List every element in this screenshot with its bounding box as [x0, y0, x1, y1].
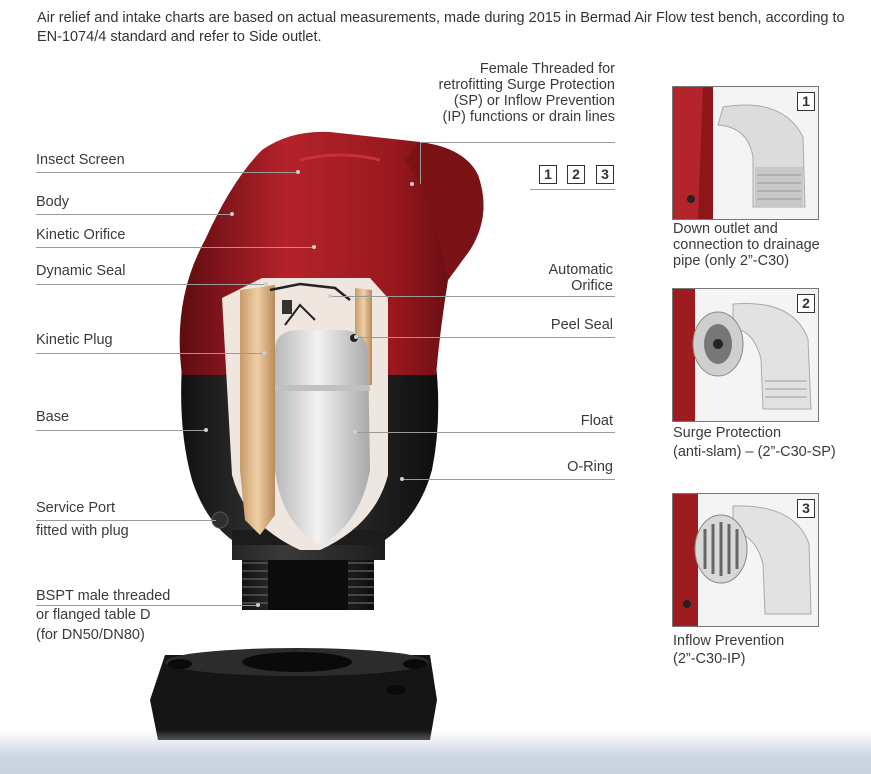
leader-dot [262, 351, 266, 355]
float-shape [275, 330, 370, 545]
label-bspt-1: BSPT male threaded [36, 588, 171, 604]
option-3-image [672, 493, 819, 627]
option-2-caption-2: (anti-slam) – (2”-C30-SP) [673, 444, 836, 460]
leader-dot [230, 212, 234, 216]
option-number-3: 3 [596, 165, 614, 184]
option-3-number: 3 [797, 499, 815, 518]
leader-dot [354, 335, 358, 339]
option-number-2: 2 [567, 165, 585, 184]
label-float: Float [580, 413, 613, 429]
label-bspt-3: (for DN50/DN80) [36, 627, 145, 643]
leader-kinetic-orifice [36, 247, 314, 248]
leader-female [420, 142, 615, 143]
label-female-3: (SP) or Inflow Prevention [453, 93, 615, 109]
leader-o-ring [402, 479, 615, 480]
leader-bspt [36, 605, 258, 606]
label-female-1: Female Threaded for [479, 61, 615, 77]
leader-insect-screen [36, 172, 298, 173]
threaded-stem [242, 555, 374, 610]
flange [150, 648, 437, 740]
option-2-image [672, 288, 819, 422]
option-1-number: 1 [797, 92, 815, 111]
option-3-caption-1: Inflow Prevention [673, 633, 785, 649]
leader-dot [353, 430, 357, 434]
label-o-ring: O-Ring [567, 459, 613, 475]
option-1-caption-3: pipe (only 2”-C30) [673, 253, 790, 269]
option-1-caption-2: connection to drainage [673, 237, 820, 253]
leader-float [355, 432, 615, 433]
label-kinetic-orifice: Kinetic Orifice [36, 227, 126, 243]
label-orifice: Orifice [571, 278, 613, 294]
leader-service-port [36, 520, 216, 521]
label-female-4: (IP) functions or drain lines [442, 109, 615, 125]
leader-dot [328, 294, 332, 298]
floor-shadow [0, 730, 871, 774]
option-3-caption-2: (2”-C30-IP) [673, 651, 746, 667]
leader-dot [256, 603, 260, 607]
leader-options [530, 189, 615, 190]
leader-female-vertical [420, 142, 421, 184]
leader-automatic-orifice [330, 296, 615, 297]
leader-dot [296, 170, 300, 174]
leader-peel-seal [356, 337, 615, 338]
leader-dot [410, 182, 414, 186]
leader-kinetic-plug [36, 353, 264, 354]
option-number-1: 1 [539, 165, 557, 184]
label-body: Body [36, 194, 70, 210]
label-dynamic-seal: Dynamic Seal [36, 263, 126, 279]
option-1-caption-1: Down outlet and [673, 221, 778, 237]
leader-body [36, 214, 232, 215]
option-1-image [672, 86, 819, 220]
option-2-caption-1: Surge Protection [673, 425, 782, 441]
label-service-port-sub: fitted with plug [36, 523, 129, 539]
intro-text: Air relief and intake charts are based o… [37, 10, 845, 45]
leader-dot [264, 282, 268, 286]
leader-dynamic-seal [36, 284, 266, 285]
label-insect-screen: Insect Screen [36, 152, 125, 168]
label-base: Base [36, 409, 70, 425]
leader-dot [312, 245, 316, 249]
label-automatic: Automatic [548, 262, 613, 278]
leader-base [36, 430, 206, 431]
leader-dot [204, 428, 208, 432]
option-2-number: 2 [797, 294, 815, 313]
label-bspt-2: or flanged table D [36, 607, 151, 623]
label-peel-seal: Peel Seal [550, 317, 613, 333]
leader-dot [400, 477, 404, 481]
label-female-2: retrofitting Surge Protection [438, 77, 615, 93]
label-service-port: Service Port [36, 500, 115, 516]
label-kinetic-plug: Kinetic Plug [36, 332, 113, 348]
kinetic-plug-shape [240, 285, 275, 535]
